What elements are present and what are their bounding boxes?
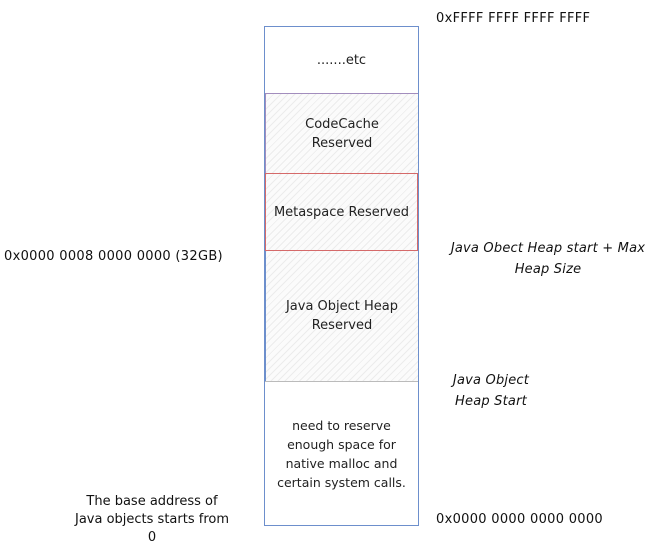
segment-java-heap-reserved: Java Object Heap Reserved	[265, 251, 418, 381]
segment-metaspace-label: Metaspace Reserved	[273, 204, 410, 220]
address-32gb: 0x0000 0008 0000 0000 (32GB)	[4, 249, 223, 264]
annotation-base-address: The base address of Java objects starts …	[52, 493, 252, 547]
annotation-heap-max-text: Java Obect Heap start + Max Heap Size	[450, 241, 646, 277]
segment-codecache-label: CodeCache Reserved	[305, 116, 379, 151]
segment-native-label: need to reserve enough space for native …	[277, 417, 406, 490]
annotation-base-address-text: The base address of Java objects starts …	[75, 494, 229, 545]
annotation-heap-max: Java Obect Heap start + Max Heap Size	[436, 238, 660, 280]
segment-native-reserve: need to reserve enough space for native …	[265, 381, 418, 525]
segment-etc-label: .......etc	[316, 52, 367, 68]
segment-codecache-reserved: CodeCache Reserved	[265, 93, 418, 173]
annotation-heap-start-text: Java Object Heap Start	[452, 373, 530, 409]
segment-java-heap-label: Java Object Heap Reserved	[285, 299, 399, 333]
annotation-heap-start: Java Object Heap Start	[436, 370, 546, 412]
memory-layout-column: .......etc CodeCache Reserved Metaspace …	[264, 26, 419, 526]
segment-etc: .......etc	[265, 27, 418, 93]
address-zero: 0x0000 0000 0000 0000	[436, 512, 603, 527]
segment-metaspace-reserved: Metaspace Reserved	[265, 173, 418, 251]
address-top: 0xFFFF FFFF FFFF FFFF	[436, 11, 591, 26]
